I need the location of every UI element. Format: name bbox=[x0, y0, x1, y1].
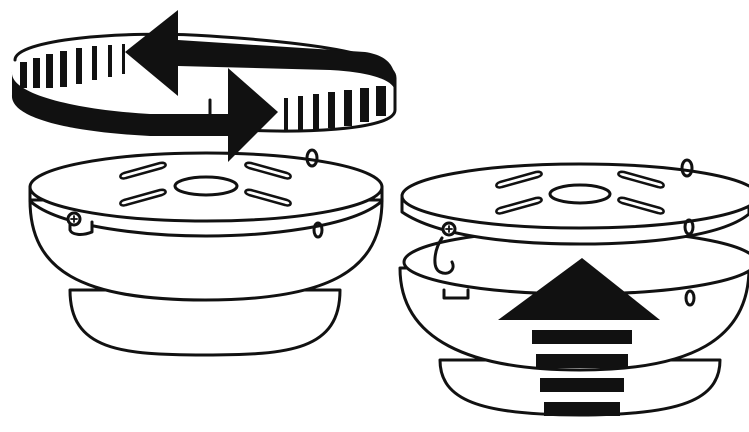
screw-icon bbox=[443, 223, 455, 235]
rotate-arrows-icon bbox=[12, 10, 395, 162]
canopy-icon bbox=[30, 150, 382, 355]
